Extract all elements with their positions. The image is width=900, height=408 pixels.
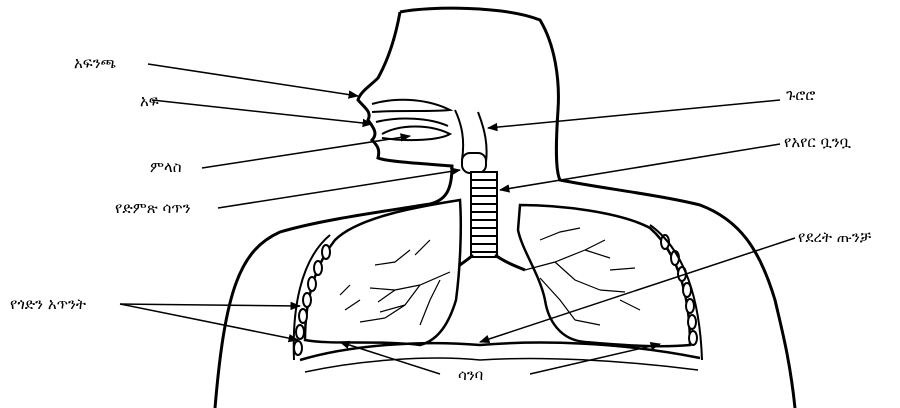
label-larynx: የድምጽ ሳጥን [115,199,191,217]
label-ribs: የጎድን አጥንት [10,295,86,313]
diaphragm-lower [305,358,698,372]
right-lung [518,205,690,346]
mouth-cavity [376,119,448,126]
right-bronchus [495,255,525,270]
label-nose: አፍንጫ [74,54,116,72]
nasal-cavity [372,100,450,112]
larynx-shape [462,153,486,173]
label-mouth: አፍ [140,92,159,110]
label-diaphragm: ሳንባ [458,366,483,384]
pharynx-tube [455,110,463,160]
label-tongue: ምላስ [150,158,182,176]
label-trachea: የአየር ቧንቧ [784,133,851,151]
label-pharynx: ጉሮሮ [786,86,815,104]
label-bronchi: የደረት ጡንቻ [798,228,871,246]
